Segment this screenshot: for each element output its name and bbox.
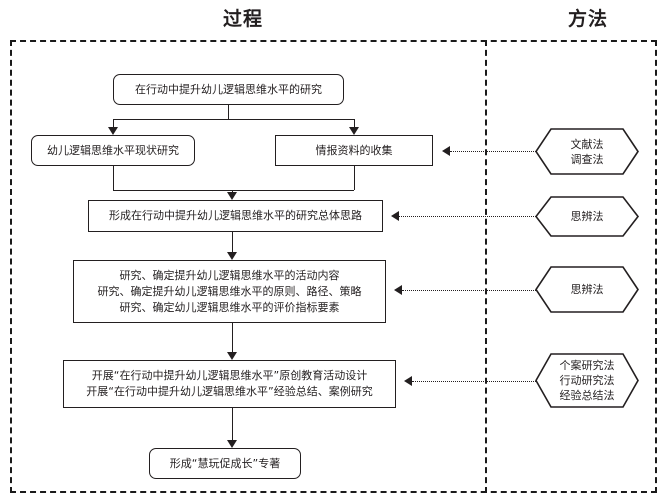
method-node-label: 个案研究法 行动研究法 经验总结法 [559, 359, 615, 402]
process-node-monograph-output[interactable]: 形成“慧玩促成长”专著 [149, 448, 301, 479]
connector-to-status [113, 119, 114, 127]
connector-intel-down [354, 166, 355, 190]
connector-activity-down [232, 408, 233, 440]
process-node-current-status-research[interactable]: 幼儿逻辑思维水平现状研究 [31, 135, 195, 166]
connector-speculation2-to-research3 [402, 290, 536, 291]
connector-research3-down [232, 323, 233, 352]
arrowhead-speculation2-to-research3 [394, 285, 402, 295]
connector-case-to-activity [412, 381, 536, 382]
column-heading-process: 过程 [222, 8, 263, 30]
arrowhead-case-to-activity [404, 376, 412, 386]
process-node-activity-design-and-case-study[interactable]: 开展“在行动中提升幼儿逻辑思维水平”原创教育活动设计 开展“在行动中提升幼儿逻辑… [63, 360, 396, 408]
connector-speculation1-to-overall [399, 216, 536, 217]
arrowhead-literature-to-intel [442, 146, 450, 156]
connector-merge-bar [113, 190, 354, 191]
method-node-label: 思辨法 [570, 283, 604, 296]
connector-title-split [113, 119, 354, 120]
hexagon-outline-icon [535, 128, 639, 175]
connector-overall-down [232, 232, 233, 252]
diagram-outer-frame [10, 40, 657, 493]
connector-title-down [228, 105, 229, 119]
column-heading-method: 方法 [567, 8, 608, 30]
method-node-speculation-2[interactable]: 思辨法 [535, 266, 639, 313]
process-node-research-content-principles-indicators[interactable]: 研究、确定提升幼儿逻辑思维水平的活动内容 研究、确定提升幼儿逻辑思维水平的原则、… [73, 260, 386, 323]
arrowhead-speculation1-to-overall [391, 211, 399, 221]
connector-to-intel [354, 119, 355, 127]
connector-literature-to-intel [450, 151, 536, 152]
connector-merge-down [232, 190, 233, 193]
method-node-speculation-1[interactable]: 思辨法 [534, 196, 640, 237]
arrowhead-to-activity [227, 352, 237, 360]
method-node-label: 思辨法 [570, 210, 604, 223]
column-divider [485, 40, 487, 493]
hexagon-outline-icon [535, 266, 639, 313]
method-node-label: 文献法 调查法 [570, 137, 604, 166]
hexagon-outline-icon [535, 353, 639, 408]
process-node-intelligence-collection[interactable]: 情报资料的收集 [275, 135, 433, 166]
arrowhead-to-book [227, 440, 237, 448]
arrowhead-to-status [108, 127, 118, 135]
process-node-overall-approach[interactable]: 形成在行动中提升幼儿逻辑思维水平的研究总体思路 [88, 200, 383, 232]
arrowhead-to-research3 [227, 252, 237, 260]
hexagon-outline-icon [534, 196, 640, 237]
arrowhead-to-intel [349, 127, 359, 135]
method-node-case-action-experience[interactable]: 个案研究法 行动研究法 经验总结法 [535, 353, 639, 408]
process-node-research-title[interactable]: 在行动中提升幼儿逻辑思维水平的研究 [113, 74, 344, 105]
arrowhead-to-overall [227, 192, 237, 200]
method-node-literature-survey[interactable]: 文献法 调查法 [535, 128, 639, 175]
connector-status-down [113, 166, 114, 190]
